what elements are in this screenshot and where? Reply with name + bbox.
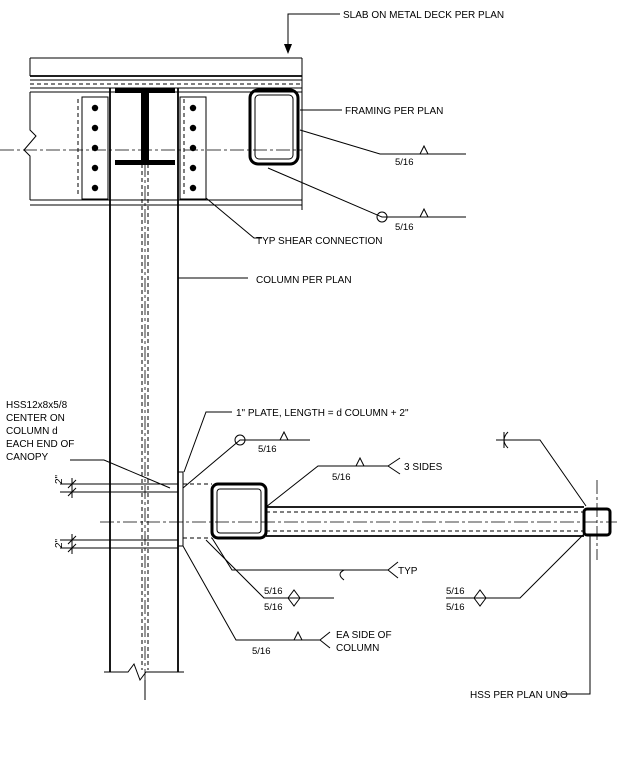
slab-leader: SLAB ON METAL DECK PER PLAN	[284, 10, 504, 54]
shear-connection-note: TYP SHEAR CONNECTION	[256, 236, 383, 247]
weld-size-plate: 5/16	[258, 444, 277, 455]
weld-size-typ-top: 5/16	[264, 586, 283, 597]
slab-note: SLAB ON METAL DECK PER PLAN	[343, 10, 504, 21]
weld-symbol-ea-side: 5/16 EA SIDE OF COLUMN	[182, 545, 392, 657]
shear-tab-left	[77, 96, 109, 200]
three-sides-note: 3 SIDES	[404, 462, 443, 473]
dim-2in-top-label: 2"	[54, 474, 65, 484]
column-note: COLUMN PER PLAN	[256, 275, 352, 286]
framing-hss-section	[248, 88, 300, 166]
weld-size-framing-2: 5/16	[395, 222, 414, 233]
weld-symbol-three-sides: 5/16 3 SIDES	[265, 456, 443, 508]
hss-per-plan-leader: HSS PER PLAN UNO	[470, 535, 591, 701]
weld-symbol-framing-2: 5/16	[267, 167, 466, 233]
hss-note-line-1: HSS12x8x5/8	[6, 400, 68, 411]
dimension-2in-bottom: 2"	[54, 534, 178, 554]
weld-size-framing-1: 5/16	[395, 157, 414, 168]
weld-symbol-end: 5/16 5/16	[446, 533, 585, 613]
bolt-group-left	[91, 104, 99, 192]
shear-connection-leader: TYP SHEAR CONNECTION	[205, 197, 383, 247]
ea-side-note-line-2: COLUMN	[336, 643, 379, 654]
column-w-section	[115, 88, 175, 165]
hss-note-line-4: EACH END OF	[6, 439, 74, 450]
hss-canopy-note: HSS12x8x5/8 CENTER ON COLUMN d EACH END …	[6, 400, 171, 489]
weld-size-end-top: 5/16	[446, 586, 465, 597]
typ-note: TYP	[398, 566, 418, 577]
dimension-2in-top: 2"	[54, 474, 178, 498]
dim-2in-bottom-label: 2"	[54, 538, 65, 548]
floor-beam	[0, 87, 302, 206]
hss12x8-section	[183, 482, 268, 540]
weld-symbol-framing-1: 5/16	[299, 129, 466, 168]
framing-leader: FRAMING PER PLAN	[300, 106, 443, 117]
weld-size-end-bottom: 5/16	[446, 602, 465, 613]
framing-note: FRAMING PER PLAN	[345, 106, 443, 117]
ea-side-note-line-1: EA SIDE OF	[336, 630, 392, 641]
weld-symbol-plate: 5/16	[182, 430, 310, 489]
plate-note: 1" PLATE, LENGTH = d COLUMN + 2"	[236, 408, 409, 419]
slab-on-metal-deck	[29, 57, 303, 210]
hss-note-line-2: CENTER ON	[6, 413, 65, 424]
hss-note-line-3: COLUMN d	[6, 426, 58, 437]
column-leader: COLUMN PER PLAN	[178, 275, 352, 286]
shear-tab-right	[179, 96, 207, 200]
weld-size-ea-side: 5/16	[252, 646, 271, 657]
bolt-group-right	[189, 104, 197, 192]
canopy-beam	[100, 506, 617, 537]
end-hss-section	[582, 480, 612, 560]
weld-symbol-typ-double: 5/16 5/16	[205, 539, 334, 613]
plate-leader: 1" PLATE, LENGTH = d COLUMN + 2"	[183, 408, 409, 473]
hss-note-line-5: CANOPY	[6, 452, 49, 463]
weld-symbol-typ: TYP	[211, 537, 418, 581]
weld-size-three-sides: 5/16	[332, 472, 351, 483]
column-elevation	[104, 88, 184, 700]
weld-size-typ-bottom: 5/16	[264, 602, 283, 613]
hss-per-plan-note: HSS PER PLAN UNO	[470, 690, 568, 701]
plate-1in	[177, 471, 184, 547]
weld-symbol-end-top	[496, 431, 587, 507]
